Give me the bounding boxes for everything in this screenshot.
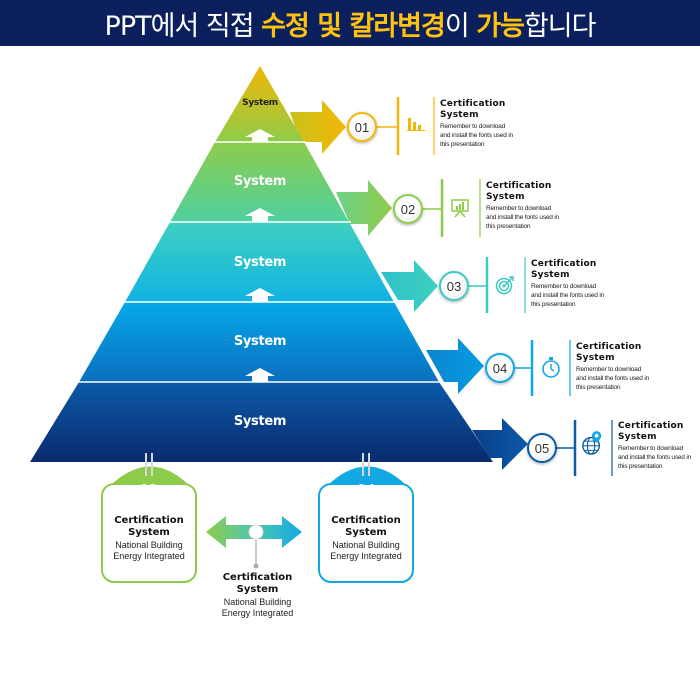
step-title: Certification [576, 342, 642, 352]
title-segment: 합니다 [523, 10, 597, 42]
up-arrow-icon [245, 129, 275, 142]
pyramid-level-5 [30, 382, 493, 462]
pyramid-level-label: System [233, 174, 287, 189]
step-number-badge: 02 [393, 194, 423, 224]
level-arrow [472, 418, 528, 470]
card-border [318, 483, 414, 583]
card-title: Certification [114, 515, 184, 526]
pyramid-level-4 [79, 302, 439, 382]
step-info: Certification System Remember to downloa… [531, 259, 621, 309]
step-info: Certification System Remember to downloa… [440, 99, 530, 149]
connector-node [248, 524, 264, 540]
pyramid-level-label: System [233, 255, 287, 270]
title-segment: PPT에서 직접 [104, 10, 262, 42]
card-border [101, 483, 197, 583]
step-number-badge: 04 [485, 353, 515, 383]
clip-icon [362, 453, 370, 476]
clip-icon [145, 453, 153, 476]
level-arrow [381, 260, 438, 312]
step-title: System [618, 432, 657, 442]
stopwatch-icon [540, 356, 562, 378]
card-tab [325, 466, 409, 488]
up-arrow-icon [245, 368, 275, 382]
pyramid-level-1 [215, 66, 304, 142]
step-title: Certification [440, 99, 506, 109]
page-title-banner: PPT에서 직접 수정 및 칼라변경 이 가능 합니다 [0, 0, 700, 46]
step-title: System [576, 353, 615, 363]
bar-chart-icon [405, 112, 427, 134]
pyramid-level-2 [170, 142, 349, 222]
step-number-badge: 03 [439, 271, 469, 301]
pyramid-level-label: System [242, 98, 278, 108]
up-arrow-icon [245, 288, 275, 302]
title-segment: 이 [444, 10, 477, 42]
presentation-board-icon [449, 197, 471, 219]
step-number-badge: 05 [527, 433, 557, 463]
pyramid-level-label: System [233, 414, 287, 429]
step-connector [514, 340, 571, 396]
step-connector [556, 420, 613, 476]
step-title: System [531, 270, 570, 280]
step-title: Certification [486, 181, 552, 191]
target-icon [494, 274, 516, 296]
pyramid-level-label: System [233, 334, 287, 349]
step-title: System [486, 192, 525, 202]
step-connector [376, 97, 435, 155]
center-title: Certification [222, 572, 293, 583]
level-arrow [426, 338, 484, 394]
card-number: 04 [346, 480, 386, 486]
step-title: Certification [618, 421, 684, 431]
step-connector [468, 257, 526, 313]
step-title: System [440, 110, 479, 120]
card-title: System [345, 527, 387, 538]
step-title: Certification [531, 259, 597, 269]
step-info: Certification System Remember to downloa… [486, 181, 576, 231]
card-title: System [128, 527, 170, 538]
title-segment-highlight: 가능 [476, 10, 525, 42]
up-arrow-icon [245, 208, 275, 222]
step-info: Certification System Remember to downloa… [618, 421, 700, 471]
card-tab [108, 466, 192, 488]
step-connector [422, 179, 481, 237]
globe-pin-icon [581, 431, 603, 455]
title-segment-highlight: 수정 및 칼라변경 [261, 10, 446, 42]
card-title: Certification [331, 515, 401, 526]
pyramid-level-3 [125, 222, 394, 302]
level-arrow [290, 100, 346, 154]
card-number: 02 [129, 480, 169, 486]
step-info: Certification System Remember to downloa… [576, 342, 666, 392]
center-title: System [236, 584, 279, 595]
step-number-badge: 01 [347, 112, 377, 142]
